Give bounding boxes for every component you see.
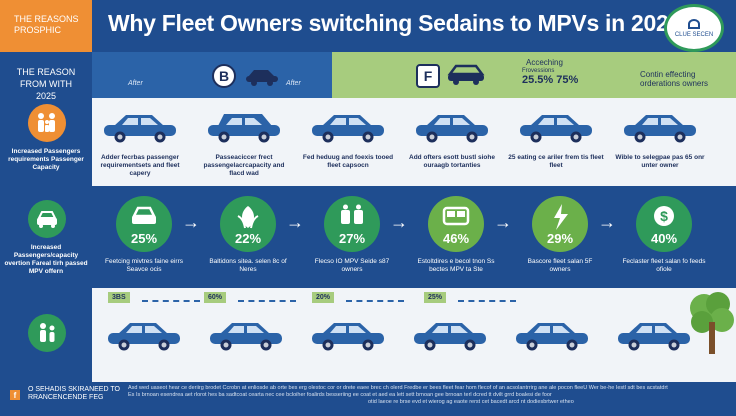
sidebar-heading: THE REASON FROM WITH 2025 [16,67,76,101]
charging-icon [554,204,568,230]
benefit-label: Baltidons sitea. selen 8c of Neres [209,258,287,273]
after-band [332,52,736,98]
top-car-label: Add ofters esott bustl siohe ouraagb tor… [409,154,495,169]
stat-values: 25.5% 75% [522,74,579,86]
car-icon [131,206,157,224]
savings-tag: 20% [312,292,335,303]
sedan-icon [246,70,278,86]
mpv-icon [447,64,485,85]
top-car-label: Wible to selegpae pas 65 onr unter owner [615,154,705,169]
arrow-right-icon: → [182,212,200,232]
header-tag: THE REASONS PROSPHIC [0,0,92,52]
benefit-label: Estoltdires e becol tnon Ss bectes MPV t… [417,258,495,273]
footer-brand-line2: RRANCENCENDE FEG [28,394,104,401]
footer-line-1: Asd wed uaseot hear ce deriirg brodet Cc… [128,385,668,391]
after-marker: F [416,64,440,88]
arrow-right-icon: → [598,212,616,232]
top-car-4 [416,115,488,143]
brand-badge: CLUE SECEN [664,4,724,52]
passengers-icon [341,204,363,224]
benefit-circle: 27% [324,196,380,252]
top-car-label: Passeaciccer frect passengelacrcapacity … [203,154,285,177]
benefit-percent: 29% [546,231,574,246]
footer-brand-line1: O SEHADIS SKIRANEED TO [28,386,120,393]
stat-label: Acceching [526,58,563,67]
lower-car-6 [618,323,690,351]
lower-car-3 [312,323,384,351]
benefit-percent: 25% [130,231,158,246]
benefit-percent: 46% [442,231,470,246]
page-title: Why Fleet Owners switching Sedains to MP… [108,10,681,36]
right-sub: orderations owners [640,79,709,88]
savings-tag: 25% [424,292,447,303]
footer-brand: O SEHADIS SKIRANEED TO RRANCENCENDE FEG [28,386,120,402]
leaf-icon [237,206,259,229]
savings-tag: 3BS [108,292,130,303]
footer-line-3: otid laeoe re brse evd et wierog ag eaot… [368,399,574,405]
lower-car-2 [210,323,282,351]
badge-label: CLUE SECEN [674,31,714,38]
benefit-circle: $40% [636,196,692,252]
benefit-circle: 25% [116,196,172,252]
lower-car-1 [108,323,180,351]
after-label: After [286,80,301,87]
top-car-label: Fed heduug and foexis tooed fleet capsoc… [302,154,394,169]
benefit-label: Flecso IO MPV Seide s87 owners [314,258,390,273]
dashed-connector [346,300,404,302]
top-car-label: 25 eating ce ariler frem tis fleet fleet [508,154,604,169]
benefit-percent: 22% [234,231,262,246]
benefits-band [92,186,736,288]
car-front-icon [28,200,66,238]
benefit-percent: 40% [650,231,678,246]
top-car-5 [520,115,592,143]
header-bar [0,0,736,52]
benefit-label: Bascore fleet salan 5F owners [527,258,593,273]
top-car-label: Adder fecrbas passenger requirementsets … [100,154,180,177]
benefit-label: Feetcing mivtres faine eirrs Seavce ocis [104,258,184,273]
benefit-label: Feclaster fleet salan fo feeds ofiole [622,258,706,273]
benefit-circle: 22% [220,196,276,252]
right-label: Contin effecting [640,70,696,79]
before-label: After [128,80,143,87]
svg-text:$: $ [660,208,668,224]
money-icon: $ [654,206,674,226]
footer-text: Asd wed uaseot hear ce deriirg brodet Cc… [128,385,728,406]
top-car-1 [104,115,176,143]
tree-icon [690,292,734,354]
dashed-connector [238,300,296,302]
sidebar-item-1: Increased Passengers requirements Passen… [8,148,84,171]
footer-line-2: Es Is brnoan esendrea aet rlorot hes ba … [128,392,552,398]
benefit-percent: 27% [338,231,366,246]
sidebar-item-2: Increased Passengers/capacity overtion F… [4,244,88,275]
dashed-connector [142,300,200,302]
sidebar: THE REASON FROM WITH 2025 Increased Pass… [0,52,92,382]
arrow-right-icon: → [494,212,512,232]
savings-tag: 60% [204,292,227,303]
facebook-icon[interactable]: f [10,390,20,400]
top-car-3 [312,115,384,143]
arrow-right-icon: → [286,212,304,232]
family-icon [28,104,66,142]
van-icon [442,206,470,226]
passengers-icon [28,314,66,352]
top-car-6 [624,115,696,143]
right-block: Contin effecting orderations owners [640,70,708,88]
stat-block: Acceching Frovessions 25.5% 75% [522,58,579,86]
benefit-circle: 46% [428,196,484,252]
top-car-2 [208,114,280,143]
benefit-circle: 29% [532,196,588,252]
dashed-connector [458,300,516,302]
top-car-row [92,98,736,186]
lower-car-4 [414,323,486,351]
before-marker: B [212,64,236,88]
footer [0,382,736,416]
lower-car-5 [516,323,588,351]
arrow-right-icon: → [390,212,408,232]
stat-sub: Frovessions [522,68,555,74]
wifi-icon [688,18,700,29]
